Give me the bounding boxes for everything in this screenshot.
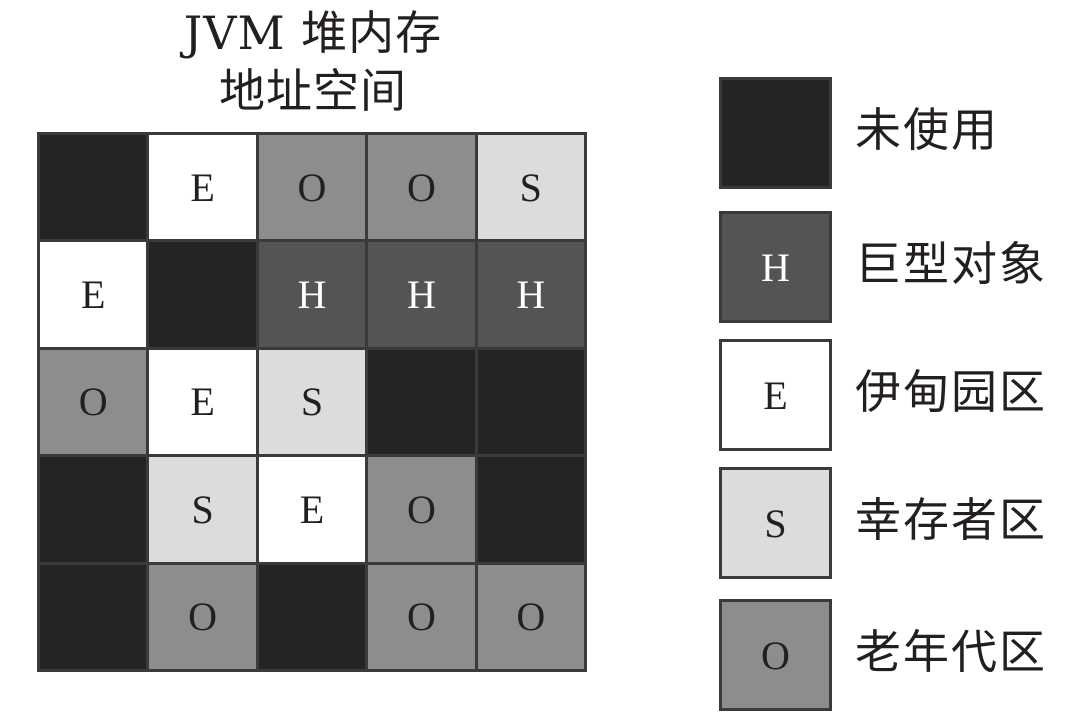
heap-region-r1-c5: S xyxy=(477,135,584,240)
legend-label: 巨型对象 xyxy=(855,237,1047,291)
legend-swatch: H xyxy=(719,211,832,323)
legend-swatch: O xyxy=(719,599,832,711)
legend-swatch: S xyxy=(719,467,832,579)
heap-region-r2-c4: H xyxy=(368,242,475,347)
heap-region-r3-c4 xyxy=(368,349,475,455)
heap-region-r3-c3: S xyxy=(258,349,366,455)
legend-item-s: S 幸存者区 xyxy=(719,467,1079,579)
heap-region-r2-c5: H xyxy=(477,242,584,347)
heap-region-r4-c1 xyxy=(40,457,147,562)
heap-region-r5-c1 xyxy=(40,564,147,669)
heap-region-r4-c3: E xyxy=(258,457,366,562)
legend-label: 未使用 xyxy=(855,103,999,157)
heap-region-r3-c5 xyxy=(477,349,584,455)
heap-region-r1-c1 xyxy=(40,135,147,240)
legend-label: 伊甸园区 xyxy=(855,365,1047,419)
legend-label: 幸存者区 xyxy=(855,493,1047,547)
legend-swatch xyxy=(719,77,832,189)
heap-region-r3-c2: E xyxy=(149,349,256,455)
heap-region-r5-c4: O xyxy=(368,564,475,669)
heap-region-r1-c2: E xyxy=(149,135,256,240)
heap-region-r4-c5 xyxy=(477,457,584,562)
diagram-title-line1: JVM 堆内存 xyxy=(183,6,443,60)
legend-item-e: E 伊甸园区 xyxy=(719,339,1079,451)
heap-region-r2-c3: H xyxy=(258,242,366,347)
heap-region-r2-c1: E xyxy=(40,242,147,347)
heap-region-r4-c2: S xyxy=(149,457,256,562)
heap-region-r1-c3: O xyxy=(258,135,366,240)
legend-item-h: H 巨型对象 xyxy=(719,211,1079,323)
heap-region-r1-c4: O xyxy=(368,135,475,240)
legend-item-o: O 老年代区 xyxy=(719,599,1079,711)
heap-region-r3-c1: O xyxy=(40,349,147,455)
heap-region-r5-c2: O xyxy=(149,564,256,669)
legend-item-unused: 未使用 xyxy=(719,77,1079,189)
legend-swatch: E xyxy=(719,339,832,451)
legend-label: 老年代区 xyxy=(855,625,1047,679)
heap-region-r5-c3 xyxy=(258,564,366,669)
heap-region-r2-c2 xyxy=(149,242,256,347)
heap-region-r4-c4: O xyxy=(368,457,475,562)
diagram-title-line2: 地址空间 xyxy=(219,64,407,118)
heap-region-r5-c5: O xyxy=(477,564,584,669)
